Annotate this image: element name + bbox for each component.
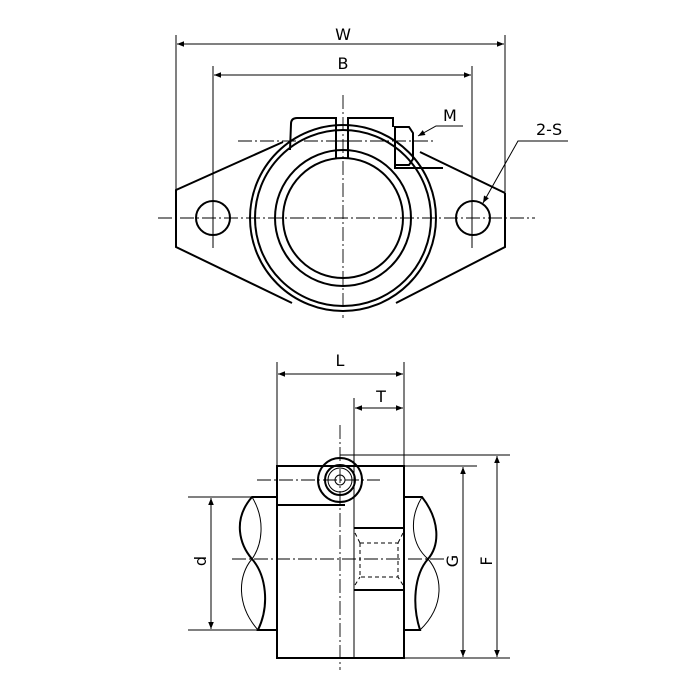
dimension-f-label: F — [477, 556, 496, 565]
window-cutout — [354, 527, 404, 591]
centerlines-top — [158, 95, 535, 318]
side-view: L T d G F — [188, 351, 510, 670]
dimension-w-label: W — [335, 25, 351, 44]
hidden-thread-lines — [354, 532, 404, 586]
dimension-d-extension-lines — [188, 496, 258, 631]
shaft-right-break — [412, 496, 440, 631]
label-2s: 2-S — [536, 120, 562, 139]
shaft-left-break — [241, 496, 262, 631]
flange-outline — [175, 141, 506, 304]
dimension-g-extension-lines — [404, 465, 510, 659]
clamp-slot-detail — [336, 129, 348, 142]
label-m: M — [443, 106, 457, 125]
dimension-l-extension-lines — [276, 362, 405, 466]
leader-m — [417, 125, 463, 137]
dimension-d-label: d — [191, 556, 210, 566]
dimension-b-label: B — [338, 54, 349, 73]
dimension-l-label: L — [336, 351, 345, 370]
dimension-b-extension-lines — [212, 66, 473, 248]
centerlines-side — [232, 425, 445, 670]
clamp-screw-head — [394, 126, 443, 169]
top-view: W B M 2-S — [158, 25, 568, 318]
leader-2s — [482, 140, 568, 204]
dimension-g-label: G — [443, 555, 462, 567]
clamp-block — [289, 117, 394, 158]
dimension-w-extension-lines — [175, 35, 506, 193]
dimension-t-label: T — [375, 387, 386, 406]
